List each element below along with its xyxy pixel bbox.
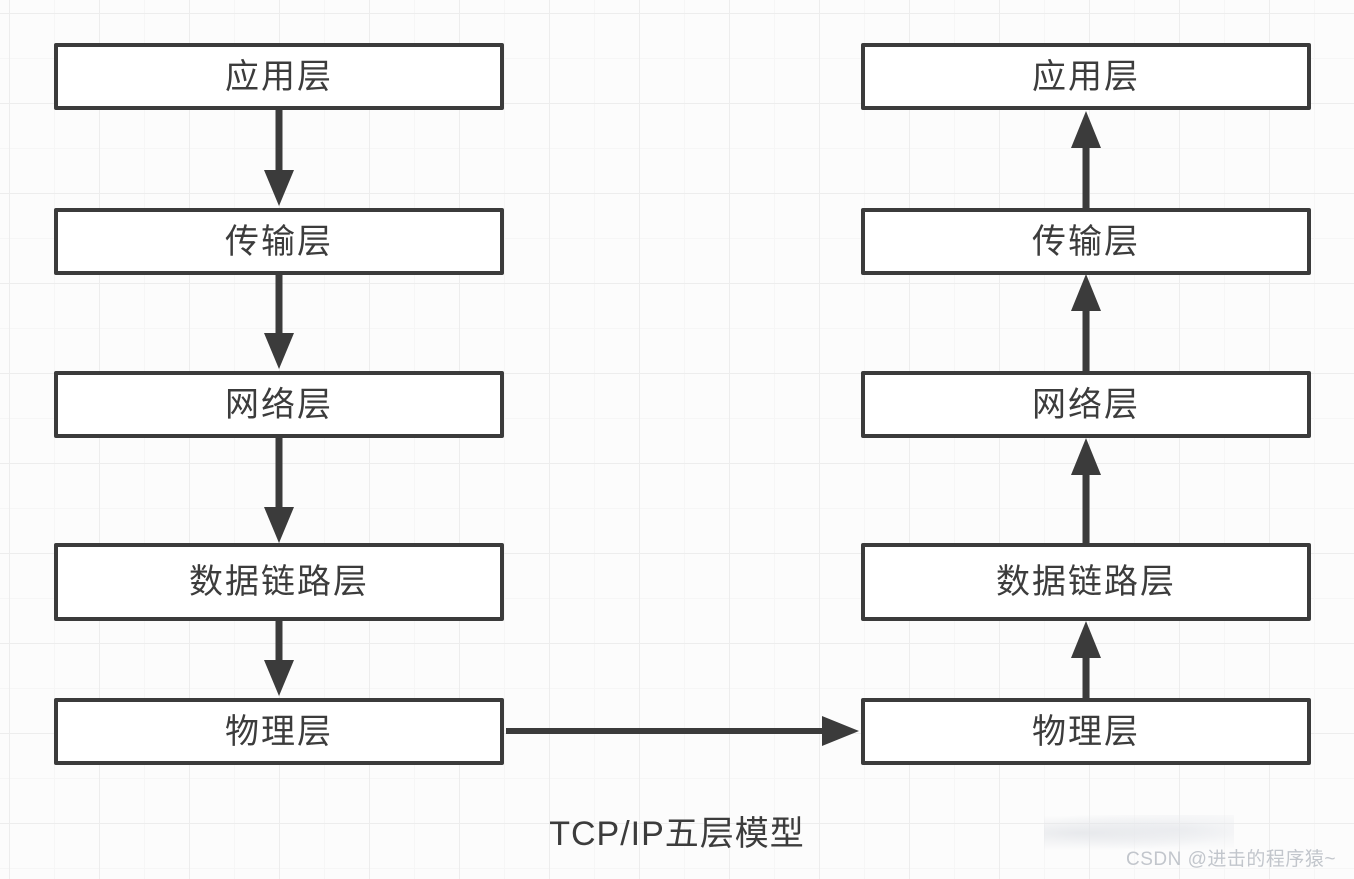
right-layer-physical-label: 物理层 (1032, 712, 1140, 751)
left-layer-physical-label: 物理层 (225, 712, 333, 751)
right-layer-network-label: 网络层 (1032, 385, 1140, 424)
right-layer-application[interactable]: 应用层 (861, 43, 1311, 110)
right-layer-transport-label: 传输层 (1032, 222, 1140, 261)
right-layer-transport[interactable]: 传输层 (861, 208, 1311, 275)
right-layer-datalink[interactable]: 数据链路层 (861, 543, 1311, 621)
left-layer-datalink[interactable]: 数据链路层 (54, 543, 504, 621)
left-layer-application-label: 应用层 (225, 57, 333, 96)
arrow-left-app-to-transport (264, 110, 294, 206)
left-layer-network[interactable]: 网络层 (54, 371, 504, 438)
left-layer-datalink-label: 数据链路层 (189, 563, 369, 601)
left-layer-application[interactable]: 应用层 (54, 43, 504, 110)
left-layer-network-label: 网络层 (225, 385, 333, 424)
arrow-right-datalink-to-network (1071, 438, 1101, 545)
arrow-right-physical-to-datalink (1071, 621, 1101, 698)
arrow-left-datalink-to-physical (264, 621, 294, 696)
diagram-caption: TCP/IP五层模型 (549, 815, 805, 853)
arrow-left-transport-to-network (264, 275, 294, 369)
left-layer-transport-label: 传输层 (225, 222, 333, 261)
arrow-physical-to-physical (506, 716, 859, 746)
left-layer-physical[interactable]: 物理层 (54, 698, 504, 765)
watermark: CSDN @进击的程序猿~ (1126, 849, 1336, 870)
right-layer-application-label: 应用层 (1032, 57, 1140, 96)
right-layer-physical[interactable]: 物理层 (861, 698, 1311, 765)
right-layer-datalink-label: 数据链路层 (996, 563, 1176, 601)
right-layer-network[interactable]: 网络层 (861, 371, 1311, 438)
arrow-right-network-to-transport (1071, 274, 1101, 371)
left-layer-transport[interactable]: 传输层 (54, 208, 504, 275)
arrow-right-transport-to-app (1071, 111, 1101, 208)
arrow-left-network-to-datalink (264, 438, 294, 543)
